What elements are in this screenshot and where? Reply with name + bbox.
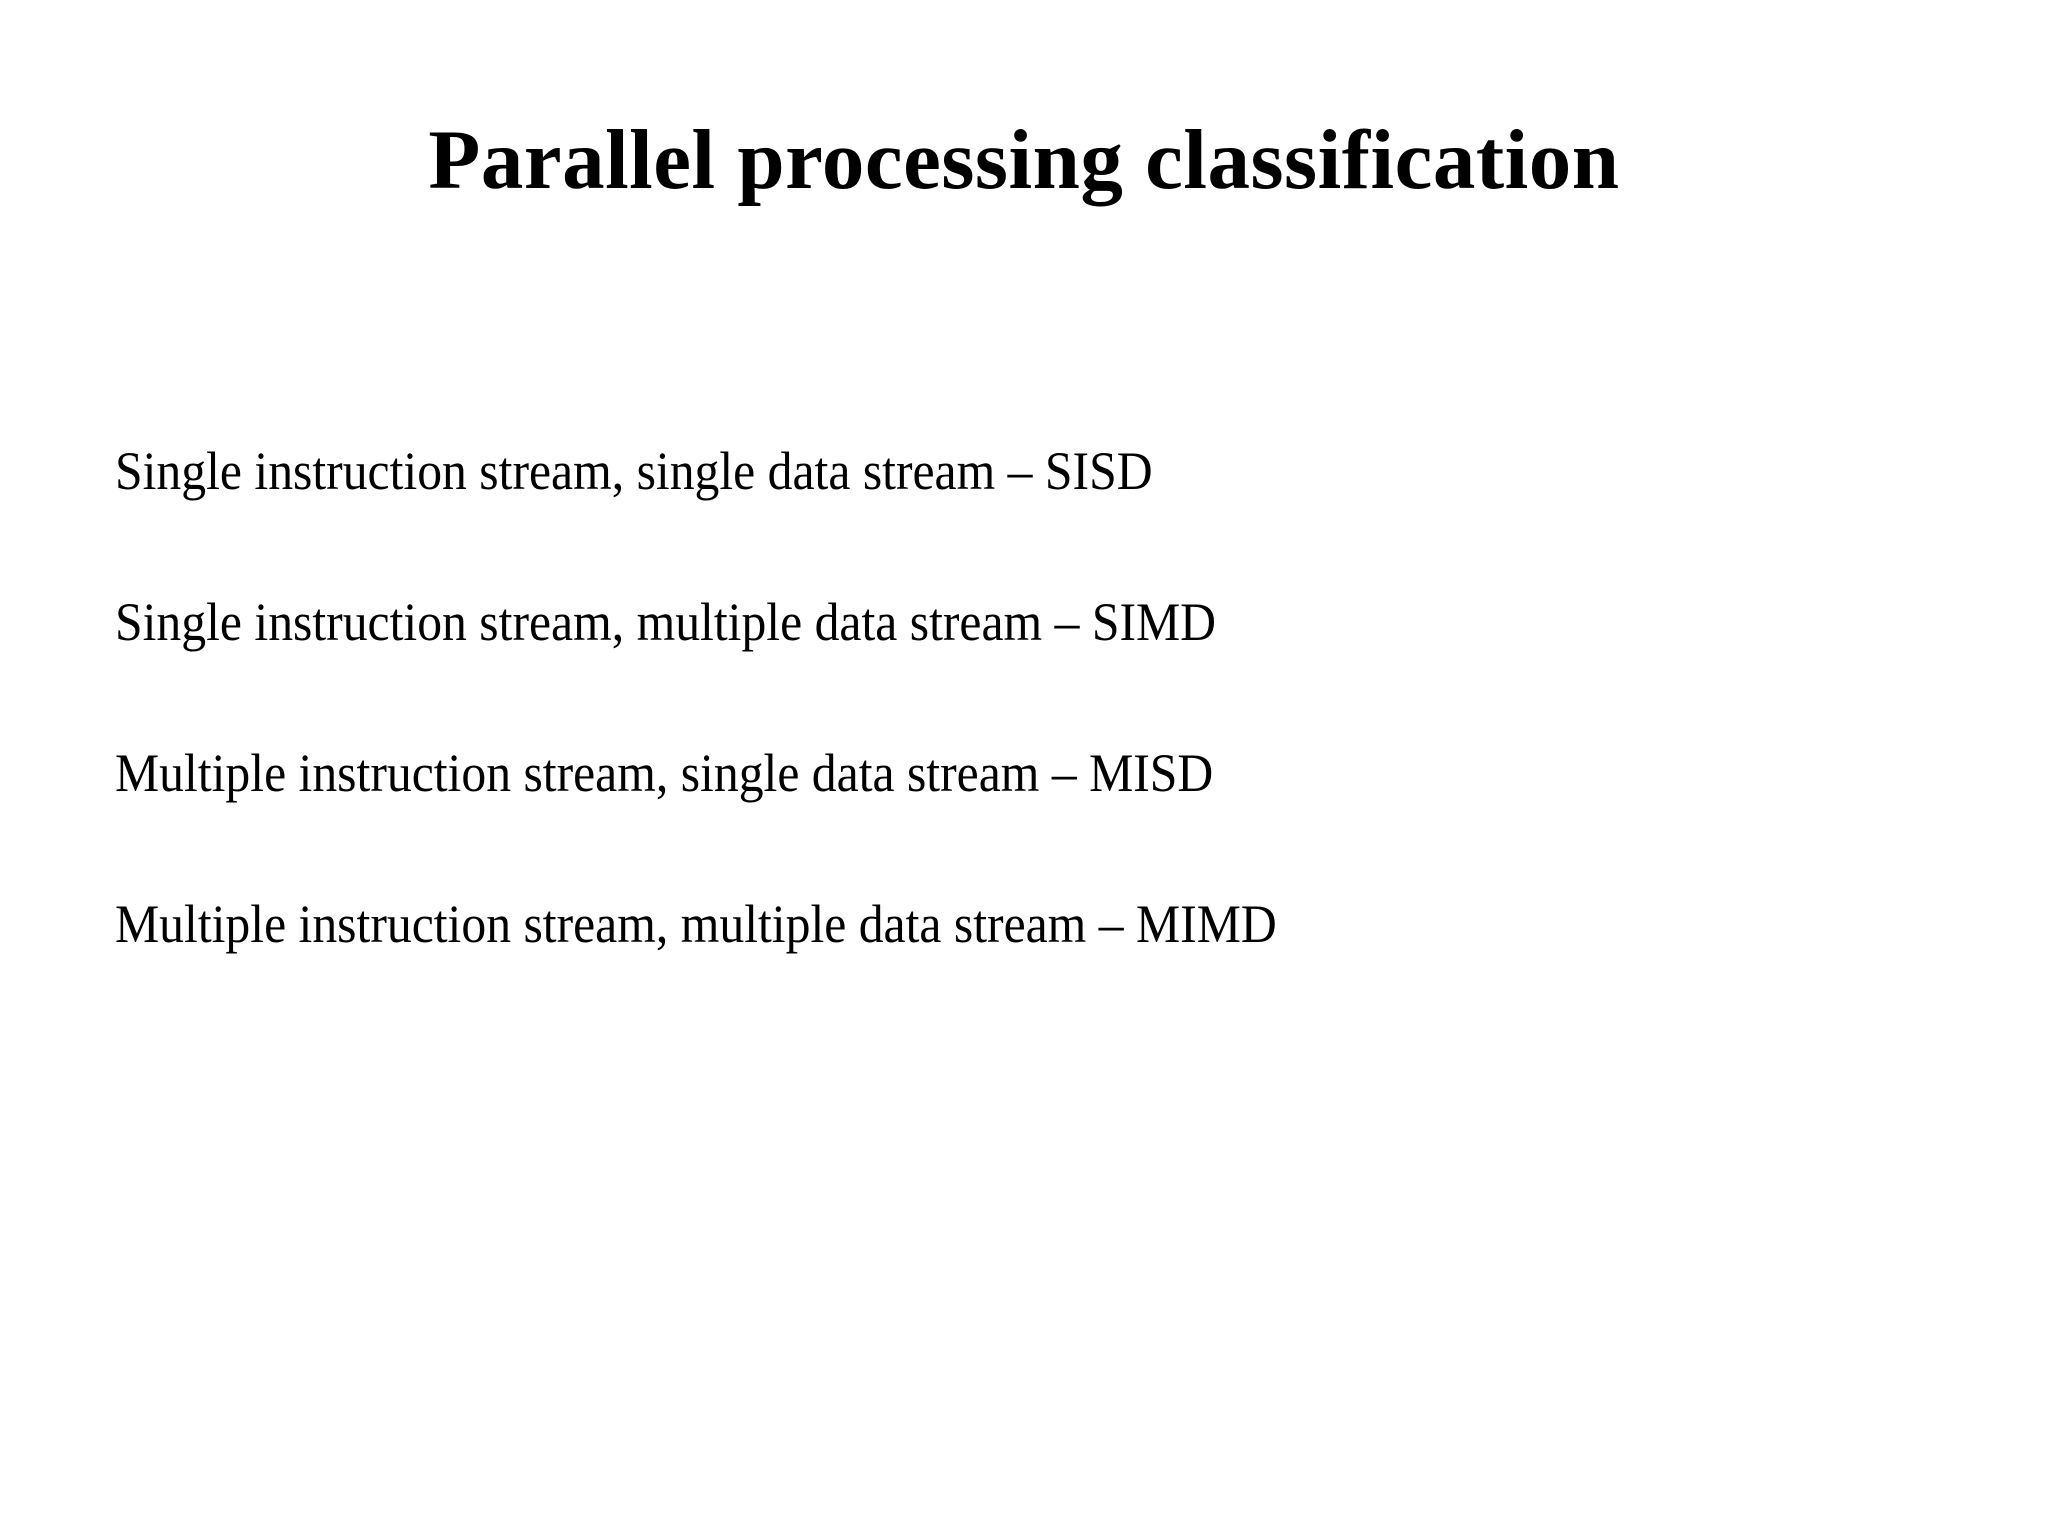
page-title: Parallel processing classification xyxy=(428,113,1620,207)
list-item: Multiple instruction stream, multiple da… xyxy=(115,894,1277,954)
list-item: Multiple instruction stream, single data… xyxy=(115,743,1214,803)
list-item: Single instruction stream, single data s… xyxy=(115,441,1153,501)
bullet-list: Single instruction stream, single data s… xyxy=(115,440,1915,955)
list-item: Single instruction stream, multiple data… xyxy=(115,592,1217,652)
